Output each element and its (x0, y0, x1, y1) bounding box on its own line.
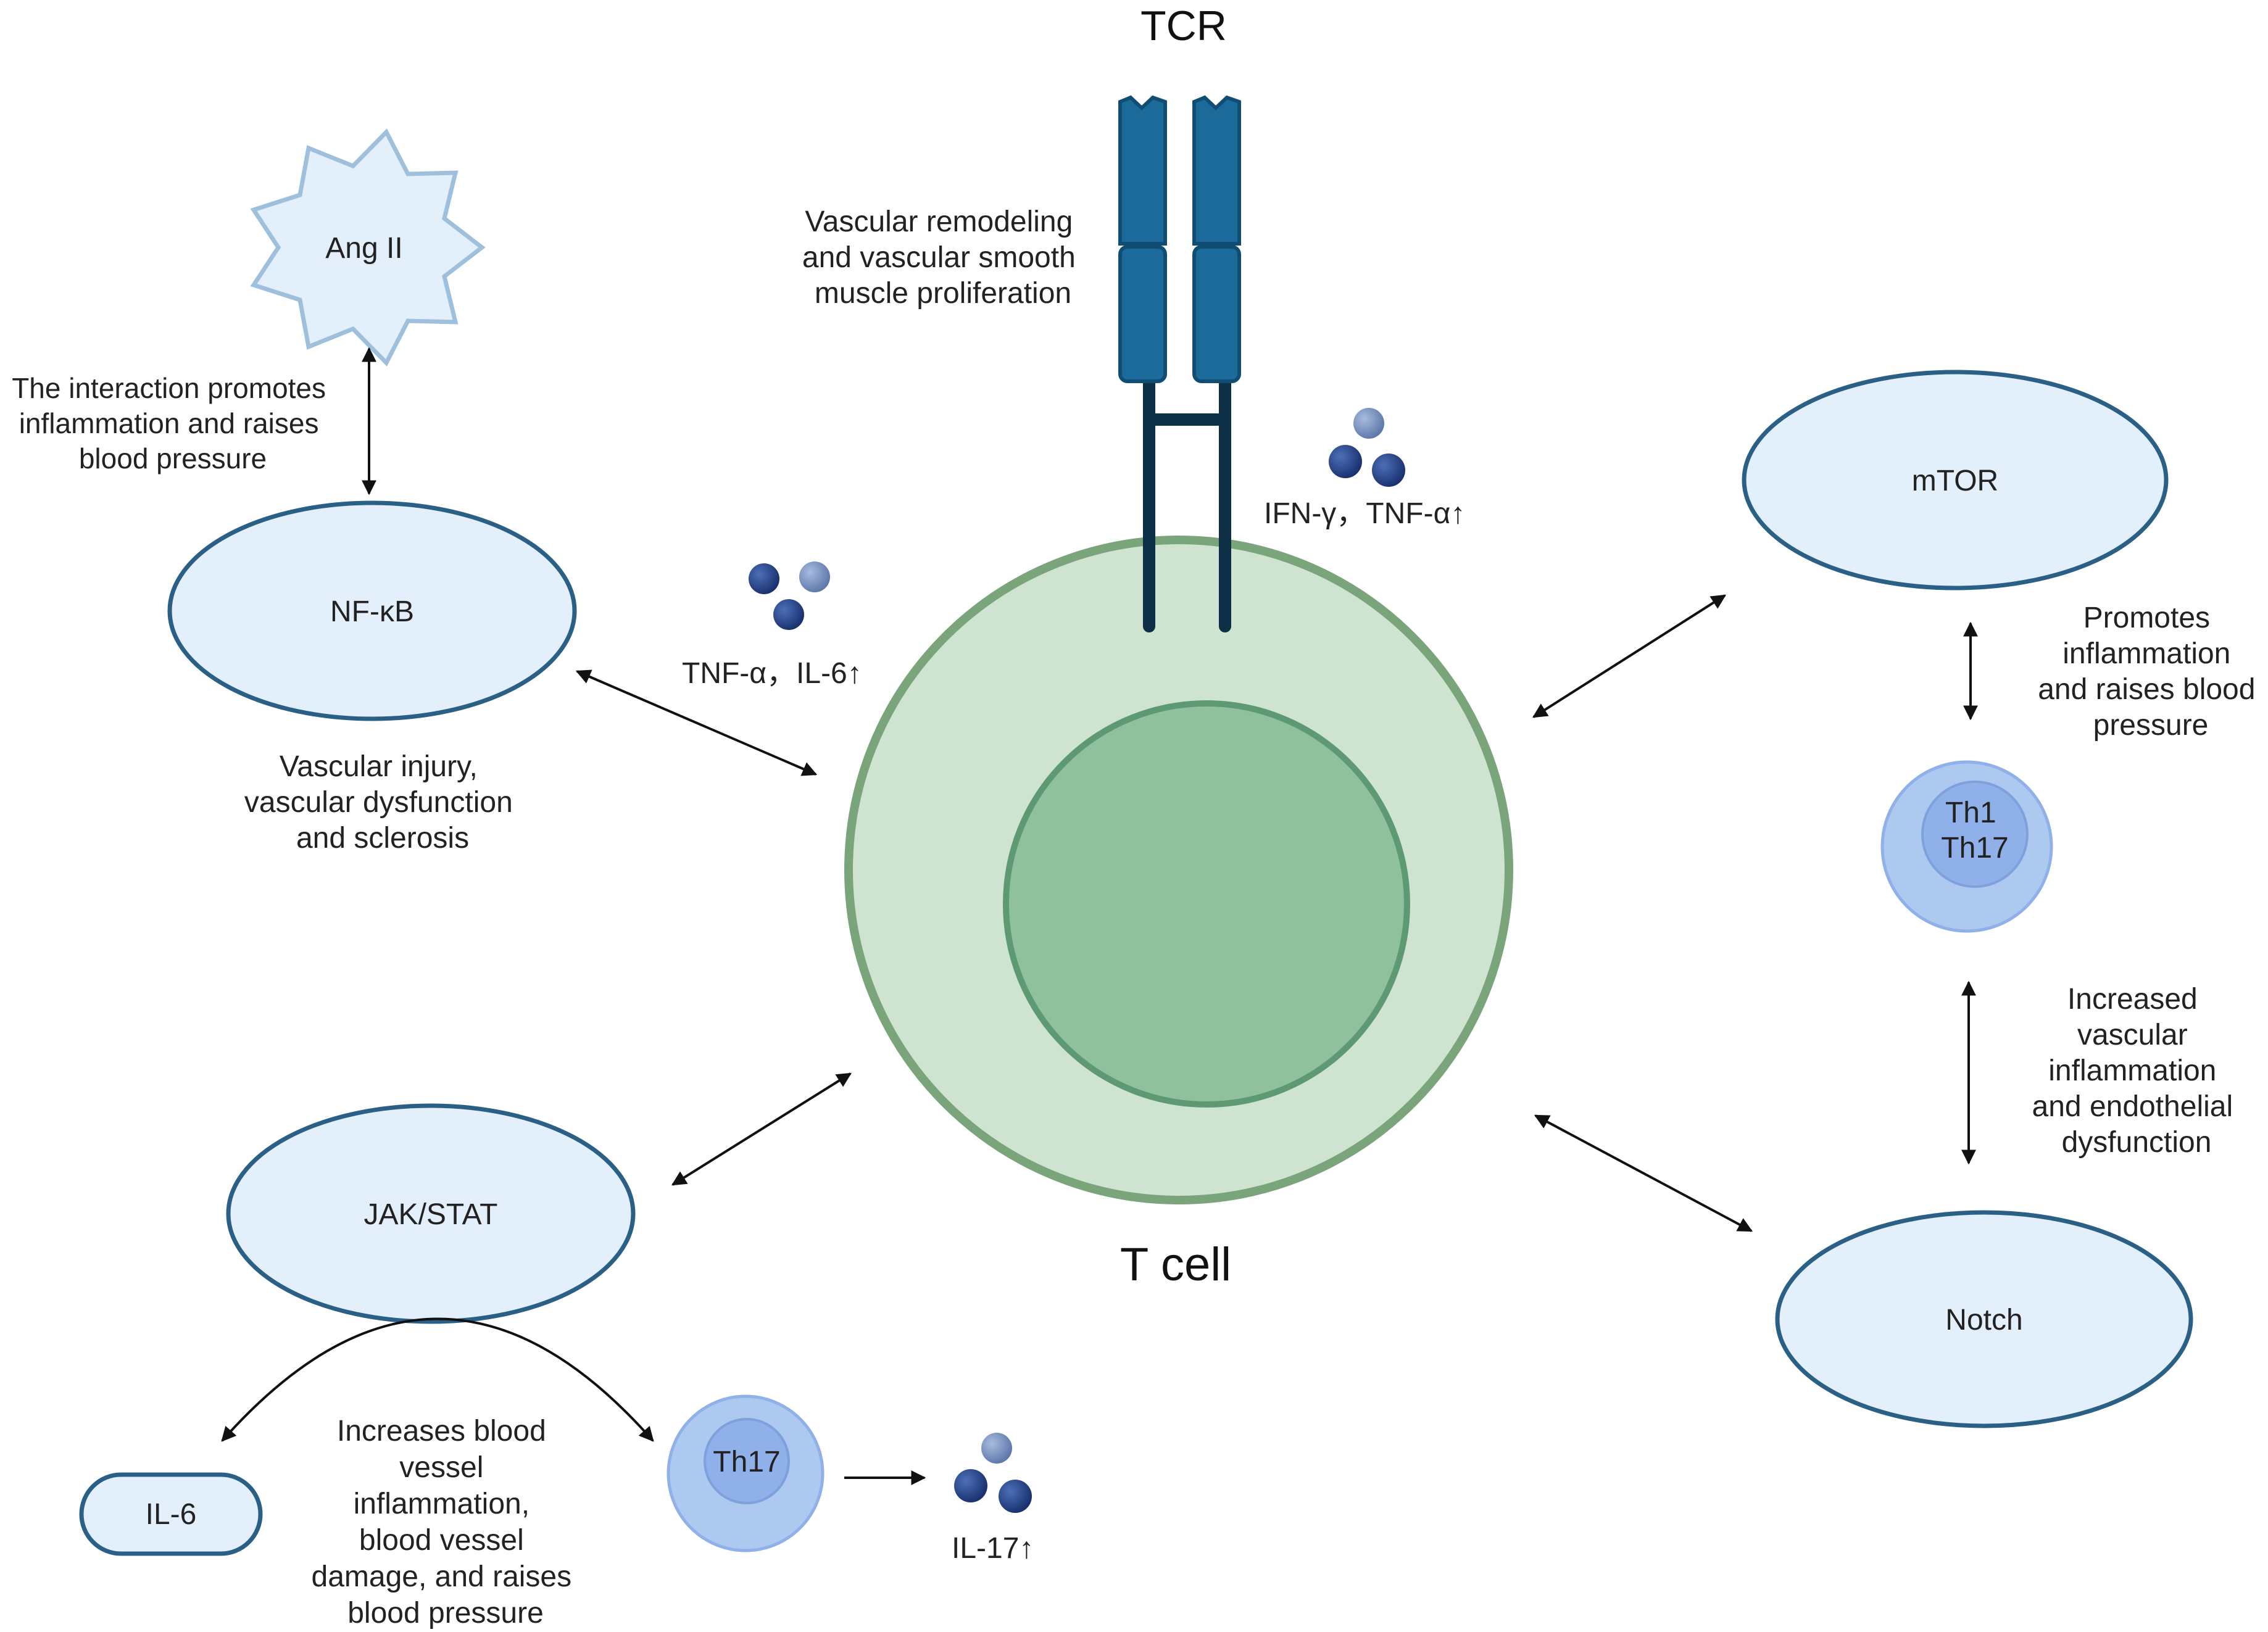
mtor-node (1742, 370, 2169, 590)
il6-label: IL-6 (146, 1498, 197, 1531)
notch-effect-text: Increased vascular inflammation and endo… (2032, 983, 2241, 1159)
notch-node (1775, 1210, 2193, 1428)
nfkb-tcell-arrow (575, 669, 818, 776)
th-cell-icon (667, 1394, 825, 1552)
jakstat-node (226, 1103, 636, 1324)
ang2-effect-text: The interaction promotes inflammation an… (12, 372, 334, 474)
tcr-receptor-icon (1118, 95, 1241, 632)
mtor-tcell-arrow (1532, 594, 1727, 718)
th-cell-icon (1880, 760, 2053, 933)
notch-tcell-arrow (1534, 1114, 1753, 1232)
cytokine-molecule-icon (749, 561, 830, 630)
ang2-label: Ang II (325, 232, 402, 265)
cytokine-molecule-icon (1329, 408, 1405, 487)
tcr-label: TCR (1140, 2, 1227, 49)
angiotensin-starburst-icon (250, 128, 486, 367)
jakstat-tcell-arrow (671, 1072, 852, 1186)
cytokine-molecule-icon (954, 1433, 1032, 1513)
mtor-effect-text: Promotes inflammation and raises blood p… (2038, 602, 2264, 742)
notch-label: Notch (1945, 1304, 2022, 1336)
th1-th17-label: Th1 Th17 (1941, 797, 2008, 864)
t-cell-icon (844, 536, 1513, 1204)
nfkb-effect-text: Vascular injury, vascular dysfunction an… (244, 750, 521, 855)
nfkb-label: NF-κB (330, 595, 414, 628)
mtor-label: mTOR (1912, 465, 1998, 497)
jakstat-effect-text: Increases blood vessel inflammation, blo… (312, 1415, 580, 1630)
th17-cytokines-label: IL-17↑ (952, 1532, 1034, 1565)
th17-label: Th17 (713, 1446, 780, 1478)
t-cell-label: T cell (1120, 1238, 1231, 1291)
nfkb-cytokines-label: TNF-α，IL-6↑ (682, 657, 862, 690)
t-cell-nucleus (1003, 700, 1410, 1108)
il6-node (79, 1472, 263, 1556)
nfkb-node (167, 500, 577, 721)
tcr-effect-text: Vascular remodeling and vascular smooth … (802, 205, 1084, 310)
jakstat-label: JAK/STAT (364, 1198, 498, 1231)
jakstat-branch-arrow (221, 1317, 654, 1442)
tcr-cytokines-label: IFN-γ，TNF-α↑ (1264, 497, 1465, 530)
